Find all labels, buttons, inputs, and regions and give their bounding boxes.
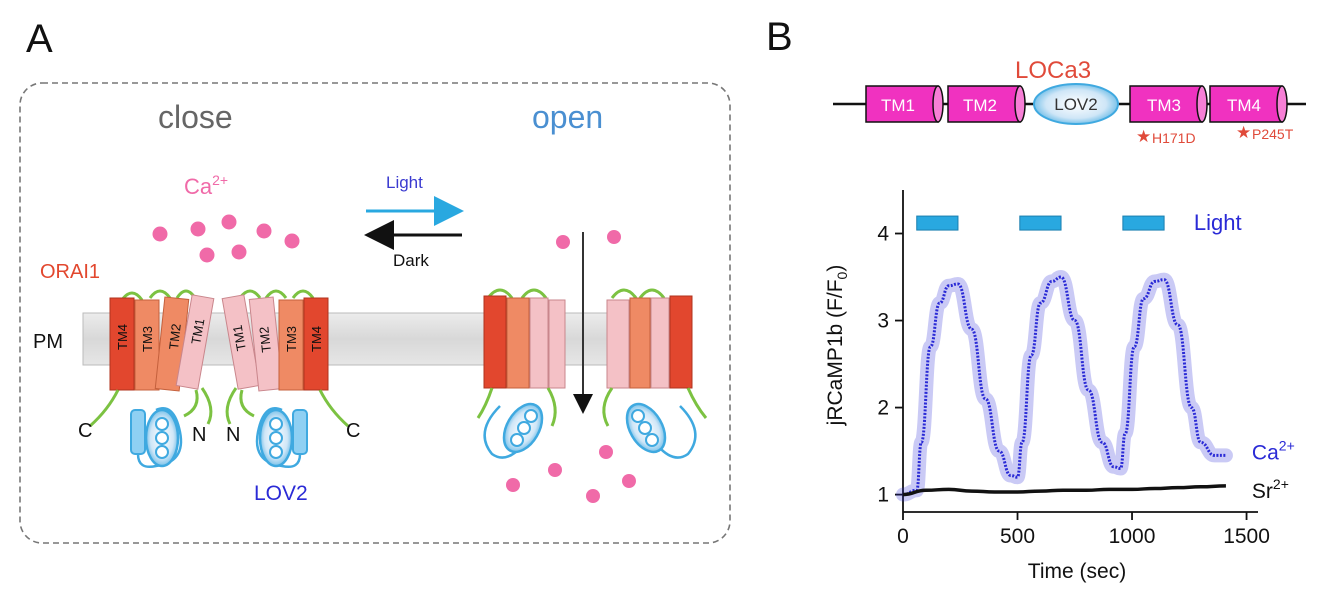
lov2-label: LOV2 bbox=[254, 482, 308, 505]
orai1-closed-right: TM1 TM2 TM3 TM4 bbox=[221, 289, 349, 468]
mutation-h171d: H171D bbox=[1152, 130, 1196, 146]
tm-label: TM1 bbox=[230, 324, 249, 352]
dark-label: Dark bbox=[393, 251, 429, 270]
orai1-closed-left: TM4 TM3 TM2 TM1 bbox=[89, 289, 215, 468]
x-axis-label: Time (sec) bbox=[1028, 560, 1126, 583]
domain-lov2: LOV2 bbox=[1033, 83, 1119, 125]
y-tick-label: 2 bbox=[877, 397, 889, 420]
tm-label: TM2 bbox=[256, 326, 274, 353]
panel-a-label: A bbox=[26, 17, 53, 61]
sr-series-line bbox=[902, 484, 1226, 497]
y-tick-label: 1 bbox=[877, 484, 889, 507]
domain-tm2: TM2 bbox=[947, 85, 1026, 123]
x-tick-label: 1000 bbox=[1109, 525, 1156, 548]
mutation-p245t: P245T bbox=[1252, 126, 1294, 142]
svg-text:LOV2: LOV2 bbox=[1054, 95, 1097, 114]
light-period-bar bbox=[1122, 215, 1165, 231]
light-legend-label: Light bbox=[1194, 210, 1242, 235]
sr-series-label: Sr2+ bbox=[1252, 476, 1289, 503]
ca-series-label: Ca2+ bbox=[1252, 437, 1295, 464]
tm-label: TM3 bbox=[284, 326, 299, 352]
tm-label: TM1 bbox=[188, 317, 207, 345]
panel-a: A close open Ca2+ Light Dark ORAI1 PM bbox=[19, 17, 731, 544]
panel-b-label: B bbox=[766, 15, 793, 59]
orai1-label: ORAI1 bbox=[40, 261, 100, 283]
y-axis-label-main: jRCaMP1b (F/F bbox=[824, 279, 847, 426]
domain-tm4: TM4 bbox=[1209, 85, 1288, 123]
terminus-n-left: N bbox=[192, 424, 206, 446]
x-tick-label: 1500 bbox=[1223, 525, 1270, 548]
construct-name: LOCa3 bbox=[1015, 57, 1091, 84]
light-label-a: Light bbox=[386, 173, 423, 192]
domain-tm3: TM3 bbox=[1129, 85, 1208, 123]
panel-b: B LOCa3 TM1 TM2 LOV2 TM3 TM4 ★ H bbox=[766, 15, 1306, 146]
light-period-bar bbox=[1019, 215, 1062, 231]
ca-ion-label: Ca2+ bbox=[184, 172, 228, 199]
domain-tm1: TM1 bbox=[865, 85, 944, 123]
tm-label: TM2 bbox=[166, 323, 184, 350]
ca-ions-extracellular bbox=[152, 214, 300, 263]
ca-series-line bbox=[902, 275, 1226, 497]
y-tick-label: 4 bbox=[877, 223, 889, 246]
mutation-star: ★ bbox=[1136, 127, 1151, 146]
terminus-c-left: C bbox=[78, 420, 92, 442]
x-tick-label: 0 bbox=[897, 525, 909, 548]
y-axis-label: jRCaMP1b (F/F0) bbox=[824, 265, 850, 427]
mutation-star: ★ bbox=[1236, 123, 1251, 142]
panel-a-frame bbox=[19, 82, 731, 544]
state-close-label: close bbox=[158, 99, 233, 135]
tm-label: TM4 bbox=[309, 326, 324, 352]
svg-text:TM2: TM2 bbox=[963, 96, 997, 115]
terminus-n-right: N bbox=[226, 424, 240, 446]
ca-ions-open bbox=[506, 230, 636, 503]
svg-text:TM4: TM4 bbox=[1227, 96, 1261, 115]
x-tick-label: 500 bbox=[1000, 525, 1035, 548]
y-tick-label: 3 bbox=[877, 310, 889, 333]
ca-series-error-band bbox=[896, 270, 1233, 502]
tm-label: TM4 bbox=[115, 324, 130, 350]
light-period-bar bbox=[916, 215, 959, 231]
pm-label: PM bbox=[33, 331, 63, 353]
svg-text:TM1: TM1 bbox=[881, 96, 915, 115]
orai1-open bbox=[476, 288, 708, 459]
svg-text:TM3: TM3 bbox=[1147, 96, 1181, 115]
tm-label: TM3 bbox=[140, 326, 155, 352]
terminus-c-right: C bbox=[346, 420, 360, 442]
state-open-label: open bbox=[532, 99, 603, 135]
response-chart: 1 2 3 4 0 500 1000 1500 Light Ca2+ Sr2+ bbox=[877, 190, 1295, 548]
